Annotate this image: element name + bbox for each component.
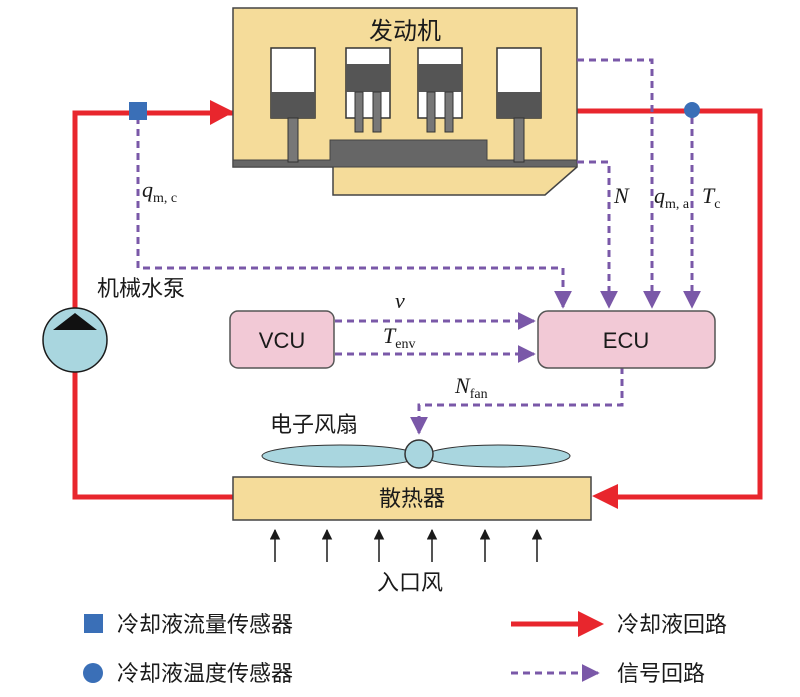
fan-blade-icon [425,444,571,468]
ecu-box [537,310,716,369]
legend-signal-label: 信号回路 [617,662,705,687]
vcu: VCU [229,310,335,369]
cylinder [417,47,463,133]
legend-coolant-label: 冷却液回路 [617,613,727,638]
engine: 发动机 [232,7,578,196]
cylinder [270,47,316,163]
signal-label-N: N [613,183,630,208]
legend-coolant-arrow-icon [578,611,604,637]
ecu-label: ECU [603,328,649,353]
vcu-label: VCU [259,328,305,353]
coolant-arrow-engine-inlet [210,100,234,125]
legend-temp-sensor-icon [83,663,103,683]
vcu-box [229,310,335,369]
pump-triangle-icon [53,313,97,330]
signal-label-Nfan: Nfan [454,373,488,402]
signal-label-Tenv: Tenv [383,323,415,352]
ecu: ECU [537,310,716,369]
inlet-air-arrows [269,528,543,562]
signal-label-qmc: qm, c [142,177,177,206]
signal-label-qma: qm, a [654,183,690,212]
legend-flow-sensor-icon [84,614,103,633]
radiator-box [232,476,592,521]
electronic-fan: 电子风扇 [261,413,571,469]
crankshaft [232,139,578,168]
legend-flow-sensor-label: 冷却液流量传感器 [117,613,293,638]
signal-line-qma [577,58,661,309]
signal-label-v: v [395,288,405,313]
inlet-air-label: 入口风 [377,571,443,596]
legend: 冷却液流量传感器 冷却液温度传感器 冷却液回路 信号回路 [83,611,727,687]
radiator-label: 散热器 [379,487,445,512]
signal-lines [136,58,701,435]
mechanical-pump: 机械水泵 [42,277,185,373]
engine-label: 发动机 [369,17,441,45]
coolant-line-right [577,108,763,500]
signal-line-Nfan [410,367,624,435]
signal-line-qmc [136,117,572,309]
radiator: 散热器 [232,476,592,521]
coolant-loop [72,108,763,500]
cylinder [496,47,542,163]
fan-blade-icon [261,444,419,468]
signal-label-Tc: Tc [702,183,720,212]
signal-line-N [577,160,618,309]
pump-label: 机械水泵 [97,277,185,302]
legend-temp-sensor-label: 冷却液温度传感器 [117,662,293,687]
temp-sensor-icon [684,102,700,118]
coolant-line-left [72,110,233,500]
flow-sensor-icon [129,102,147,120]
coolant-arrow-radiator-inlet [592,484,618,509]
fan-label: 电子风扇 [270,413,358,438]
fan-hub-icon [404,439,434,469]
pump-icon [42,307,108,373]
cylinder [345,47,391,133]
